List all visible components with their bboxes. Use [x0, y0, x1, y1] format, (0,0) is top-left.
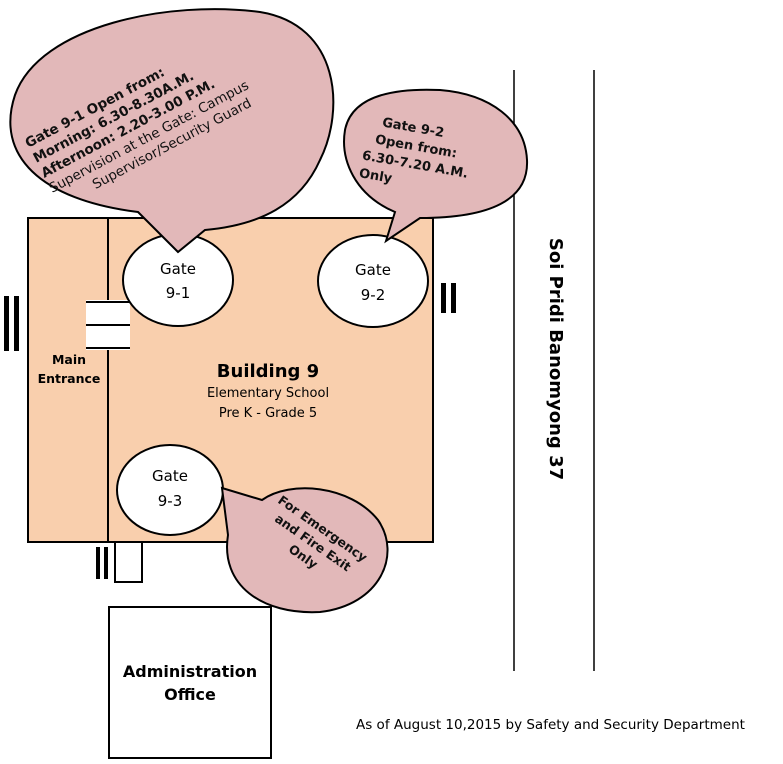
gate-9-1-label-line-2: 9-1: [165, 284, 191, 302]
gate-9-2-circle: [317, 234, 429, 328]
left-door-mark-2: [14, 296, 19, 351]
gate-9-2-label-line-2: 9-2: [360, 286, 386, 304]
road-name: Soi Pridi Banomyong 37: [545, 237, 566, 481]
gate-9-1-label: Gate 9-1: [138, 257, 218, 305]
bottom-door-box: [114, 541, 143, 583]
building-label: Building 9 Elementary School Pre K - Gra…: [178, 360, 358, 424]
footer-note: As of August 10,2015 by Safety and Secur…: [356, 717, 745, 733]
gate-9-2-label-line-1: Gate: [355, 261, 391, 279]
gate-9-1-callout-bubble: [9, 8, 335, 254]
gate-9-2-label: Gate 9-2: [333, 258, 413, 308]
gate-9-3-callout-bubble: [220, 486, 389, 614]
main-entrance-line-1: Main: [51, 352, 87, 367]
left-door-mark-1: [4, 296, 9, 351]
right-door-mark-2: [451, 283, 456, 313]
main-entrance-label: Main Entrance: [28, 350, 110, 388]
gate-9-2-callout-bubble: [343, 88, 529, 244]
admin-office-line-1: Administration: [122, 662, 258, 681]
bottom-door-mark-2: [104, 547, 108, 579]
administration-office-box: [108, 606, 272, 759]
gate-9-3-label-line-1: Gate: [152, 467, 188, 485]
admin-office-line-2: Office: [164, 685, 216, 704]
main-entrance-line-2: Entrance: [37, 371, 101, 386]
bottom-door-mark-1: [96, 547, 100, 579]
right-door-mark-1: [441, 283, 446, 313]
building-school: Elementary School: [206, 386, 330, 401]
building-grades: Pre K - Grade 5: [218, 406, 318, 421]
administration-office-label: Administration Office: [109, 660, 271, 706]
gate-9-3-label-line-2: 9-3: [157, 492, 183, 510]
gate-9-1-label-line-1: Gate: [160, 260, 196, 278]
gate-9-3-label: Gate 9-3: [130, 464, 210, 514]
building-name: Building 9: [216, 361, 320, 382]
